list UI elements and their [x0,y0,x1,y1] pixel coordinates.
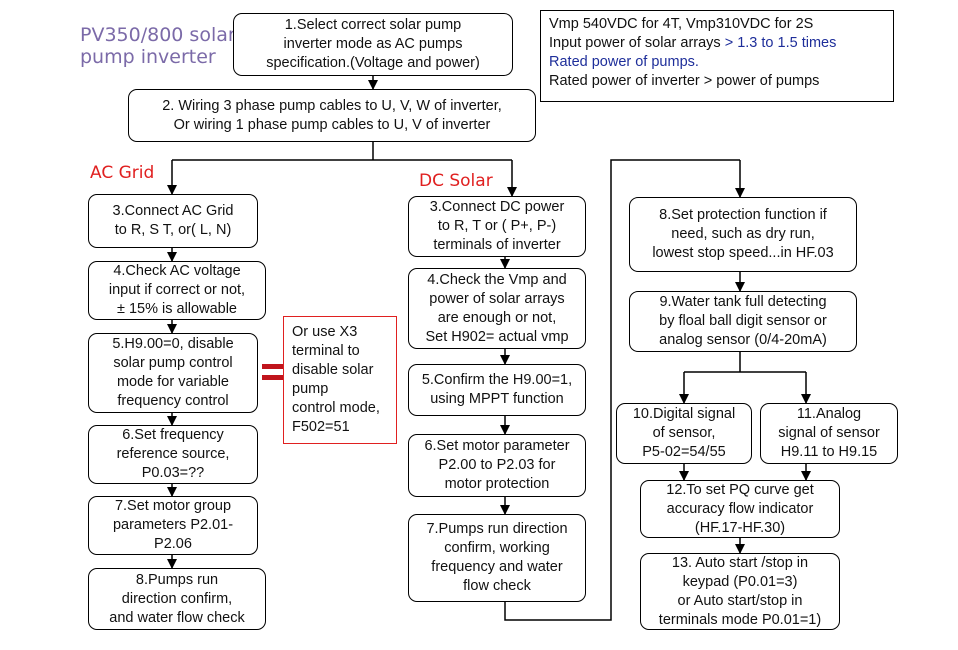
ac-step-6-text: 6.Set frequency reference source, P0.03=… [116,427,230,481]
equals-sign-bottom [262,375,286,380]
note-line-1: Vmp 540VDC for 4T, Vmp310VDC for 2S [549,16,814,32]
step-2-box: 2. Wiring 3 phase pump cables to U, V, W… [128,89,536,142]
note-line-2: Input power of solar arrays > 1.3 to 1.5… [549,34,885,53]
ac-step-3-text: 3.Connect AC Grid to R, S T, or( L, N) [112,203,234,238]
equals-sign-top [262,364,286,369]
requirements-note: Vmp 540VDC for 4T, Vmp310VDC for 2S Inpu… [540,10,894,102]
ac-step-4-box: 4.Check AC voltage input if correct or n… [88,261,266,320]
step-9-water-tank-box: 9.Water tank full detecting by floal bal… [629,291,857,352]
step-9-water-tank-text: 9.Water tank full detecting by floal bal… [659,294,827,348]
step-11-analog-box: 11.Analog signal of sensor H9.11 to H9.1… [760,403,898,464]
dc-step-3-text: 3.Connect DC power to R, T or ( P+, P-) … [429,199,565,253]
note-line-4: Rated power of inverter > power of pumps [549,73,820,89]
step-10-digital-text: 10.Digital signal of sensor, P5-02=54/55 [632,406,736,460]
step-12-pq-curve-text: 12.To set PQ curve get accuracy flow ind… [666,481,814,536]
line-dc7-to-right [504,159,740,621]
step-12-pq-curve-box: 12.To set PQ curve get accuracy flow ind… [640,480,840,538]
alternative-x3-box: Or use X3 terminal to disable solar pump… [283,316,397,444]
ac-step-3-box: 3.Connect AC Grid to R, S T, or( L, N) [88,194,258,248]
dc-step-5-box: 5.Confirm the H9.00=1, using MPPT functi… [408,364,586,416]
note-line-3: Rated power of pumps. [549,54,699,70]
ac-grid-label: AC Grid [90,163,155,183]
ac-step-5-box: 5.H9.00=0, disable solar pump control mo… [88,333,258,413]
note-line-2-prefix: Input power of solar arrays [549,35,725,51]
step-8-protection-box: 8.Set protection function if need, such … [629,197,857,272]
ac-step-7-box: 7.Set motor group parameters P2.01- P2.0… [88,496,258,555]
dc-step-6-box: 6.Set motor parameter P2.00 to P2.03 for… [408,434,586,497]
ac-step-7-text: 7.Set motor group parameters P2.01- P2.0… [112,498,234,552]
step-1-box: 1.Select correct solar pump inverter mod… [233,13,513,76]
dc-step-4-box: 4.Check the Vmp and power of solar array… [408,268,586,349]
step-13-auto-start-text: 13. Auto start /stop in keypad (P0.01=3)… [658,554,822,628]
dc-step-7-text: 7.Pumps run direction confirm, working f… [426,521,568,594]
dc-step-4-text: 4.Check the Vmp and power of solar array… [425,271,569,345]
ac-step-4-text: 4.Check AC voltage input if correct or n… [108,263,246,317]
dc-step-5-text: 5.Confirm the H9.00=1, using MPPT functi… [421,372,573,407]
ac-step-6-box: 6.Set frequency reference source, P0.03=… [88,425,258,484]
step-10-digital-box: 10.Digital signal of sensor, P5-02=54/55 [616,403,752,464]
ac-step-8-box: 8.Pumps run direction confirm, and water… [88,568,266,630]
ac-step-8-text: 8.Pumps run direction confirm, and water… [109,571,245,626]
ac-step-5-text: 5.H9.00=0, disable solar pump control mo… [112,336,234,409]
step-1-text: 1.Select correct solar pump inverter mod… [266,17,480,71]
dc-step-7-box: 7.Pumps run direction confirm, working f… [408,514,586,602]
dc-step-6-text: 6.Set motor parameter P2.00 to P2.03 for… [424,438,570,492]
step-13-auto-start-box: 13. Auto start /stop in keypad (P0.01=3)… [640,553,840,630]
diagram-title: PV350/800 solar pump inverter [80,24,236,68]
dc-solar-label: DC Solar [419,171,493,191]
step-11-analog-text: 11.Analog signal of sensor H9.11 to H9.1… [778,406,880,460]
step-2-text: 2. Wiring 3 phase pump cables to U, V, W… [162,97,502,133]
dc-step-3-box: 3.Connect DC power to R, T or ( P+, P-) … [408,196,586,257]
step-8-protection-text: 8.Set protection function if need, such … [652,207,834,261]
note-line-2-highlight: > 1.3 to 1.5 times [724,35,837,51]
